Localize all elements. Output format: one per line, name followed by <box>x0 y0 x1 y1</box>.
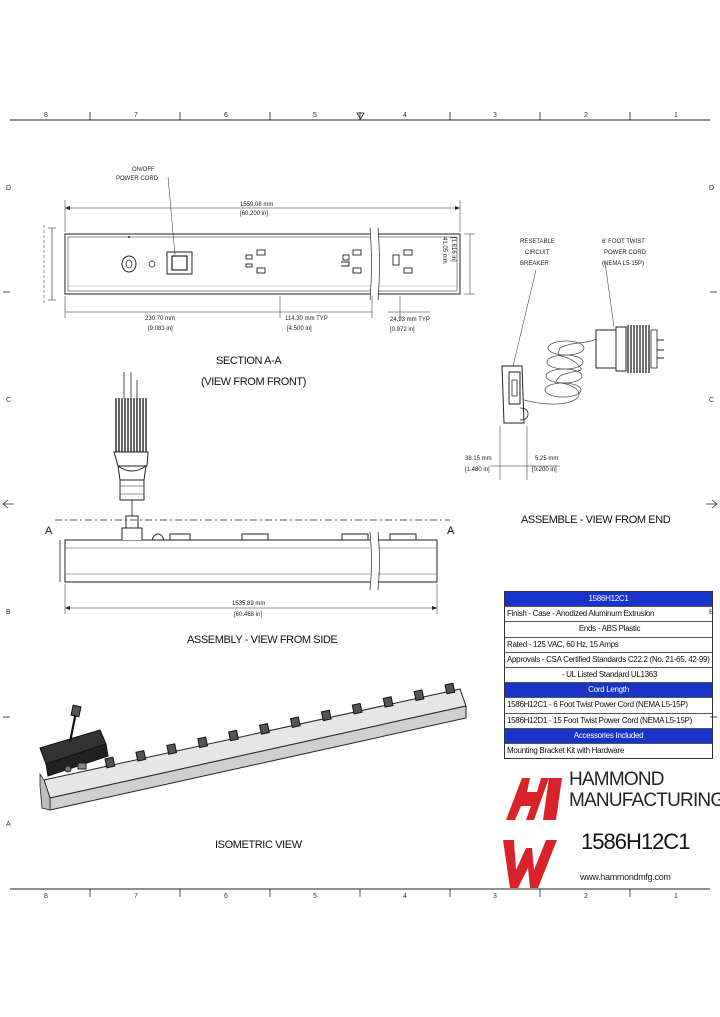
center-arrow-right <box>711 499 718 509</box>
zone-bottom-1: 1 <box>674 893 678 900</box>
spec-ends: Ends - ABS Plastic <box>505 622 712 638</box>
breaker-label-3: BREAKER <box>520 261 549 267</box>
zone-bottom-6: 6 <box>224 893 228 900</box>
spec-cord-6ft: 1586H12C1 - 6 Foot Twist Power Cord (NEM… <box>505 698 712 714</box>
height-mm: 41.05 mm <box>441 237 447 264</box>
overall-length-in: [60.200 in] <box>240 211 268 217</box>
cord-label-1: 6' FOOT TWIST <box>602 239 645 245</box>
hammond-logo <box>503 778 562 888</box>
section-mark-left: A <box>45 525 53 537</box>
side-length-in: [60.468 in] <box>234 612 262 618</box>
spec-cord-header: Cord Length <box>505 683 712 699</box>
zone-left-a: A <box>6 821 11 828</box>
iso-outlet <box>197 736 209 749</box>
iso-outlet <box>259 723 270 735</box>
iso-outlet <box>228 729 239 742</box>
zone-top-5: 5 <box>313 112 317 119</box>
iso-outlet <box>289 716 301 728</box>
spec-model-header: 1586H12C1 <box>505 592 712 608</box>
zone-top-2: 2 <box>584 112 588 119</box>
first-offset-in: [9.083 in] <box>148 326 173 332</box>
spec-approvals-ul: - UL Listed Standard UL1363 <box>505 668 712 684</box>
breaker-label-2: CIRCUIT <box>525 250 550 256</box>
end-depth-mm: 5.25 mm <box>535 456 558 462</box>
iso-outlet <box>104 756 116 769</box>
zone-left-c: C <box>6 397 11 404</box>
zone-right-b: B <box>709 609 714 616</box>
zone-bottom-3: 3 <box>493 893 497 900</box>
spec-cord-15ft: 1586H12D1 - 15 Foot Twist Power Cord (NE… <box>505 714 712 729</box>
spec-accessories-header: Accessories Included <box>505 728 712 744</box>
front-view <box>43 176 475 318</box>
center-mark-top <box>356 112 365 120</box>
section-a-a-title: SECTION A-A <box>216 355 282 367</box>
spec-accessory-bracket: Mounting Bracket Kit with Hardware <box>507 745 624 755</box>
height-in: [1.616 in] <box>450 237 456 262</box>
spec-approvals: Approvals - CSA Certified Standards C22.… <box>505 653 712 668</box>
side-view-title: ASSEMBLY - VIEW FROM SIDE <box>187 634 337 646</box>
brand-line-1: HAMMOND <box>569 769 664 790</box>
iso-outlet <box>320 709 332 722</box>
brand-name: HAMMOND MANUFACTURINGTM <box>569 770 720 816</box>
section-mark-right: A <box>447 525 455 537</box>
logo-mark-1 <box>543 778 562 820</box>
end-offset-mm: 24.93 mm TYP <box>390 317 430 323</box>
cord-label-3: (NEMA L5-15P) <box>602 261 644 267</box>
zone-top-4: 4 <box>403 112 407 119</box>
end-offset-in: [0.972 in] <box>390 327 415 333</box>
isometric-view <box>39 682 467 811</box>
end-depth-in: [0.200 in] <box>532 467 557 473</box>
brand-line-2: MANUFACTURING <box>569 790 720 811</box>
zone-left-b: B <box>6 609 11 616</box>
iso-outlet <box>135 749 147 762</box>
switch-label-1: ON/OFF <box>132 167 155 173</box>
iso-outlet <box>166 743 178 755</box>
website-url: www.hammondmfg.com <box>580 872 671 882</box>
cord-label-2: POWER CORD <box>604 250 647 256</box>
spec-rated: Rated - 125 VAC, 60 Hz, 15 Amps <box>505 638 712 653</box>
zone-top-1: 1 <box>674 112 678 119</box>
iso-outlet <box>351 702 363 715</box>
end-view-title: ASSEMBLE - VIEW FROM END <box>521 514 671 526</box>
center-arrow-left <box>2 499 9 509</box>
end-width-in: [1.480 in] <box>465 467 490 473</box>
overall-length-mm: 1559.08 mm <box>240 202 273 208</box>
switch-label-2: POWER CORD <box>116 176 159 182</box>
iso-outlet <box>444 682 456 695</box>
spec-table: 1586H12C1 Finish - Case - Anodized Alumi… <box>504 591 713 760</box>
zone-bottom-2: 2 <box>584 893 588 900</box>
zone-right-d: D <box>709 185 714 192</box>
iso-outlet <box>413 689 425 702</box>
side-view <box>55 372 450 614</box>
zone-top-8: 8 <box>44 112 48 119</box>
spec-finish: Finish - Case - Anodized Aluminum Extrus… <box>505 607 712 623</box>
end-width-mm: 38.15 mm <box>465 456 492 462</box>
zone-top-7: 7 <box>134 112 138 119</box>
breaker-label-1: RESETABLE <box>520 239 555 245</box>
zone-right-c: C <box>709 397 714 404</box>
side-length-mm: 1535.89 mm <box>232 601 265 607</box>
isometric-title: ISOMETRIC VIEW <box>215 839 303 851</box>
zone-bottom-8: 8 <box>44 893 48 900</box>
part-number: 1586H12C1 <box>581 829 690 854</box>
zone-bottom-5: 5 <box>313 893 317 900</box>
zone-left-d: D <box>6 185 11 192</box>
zone-bottom-7: 7 <box>134 893 138 900</box>
spacing-mm: 114.30 mm TYP <box>285 316 328 322</box>
iso-outlet <box>382 696 394 708</box>
logo-mark-0 <box>506 778 549 820</box>
first-offset-mm: 230.70 mm <box>145 316 175 322</box>
zone-top-6: 6 <box>224 112 228 119</box>
zone-bottom-4: 4 <box>403 893 407 900</box>
zone-top-3: 3 <box>493 112 497 119</box>
spacing-in: [4.500 in] <box>287 326 312 332</box>
section-a-a-subtitle: (VIEW FROM FRONT) <box>201 376 306 388</box>
end-view <box>490 261 664 480</box>
logo-mark-2 <box>503 840 557 888</box>
